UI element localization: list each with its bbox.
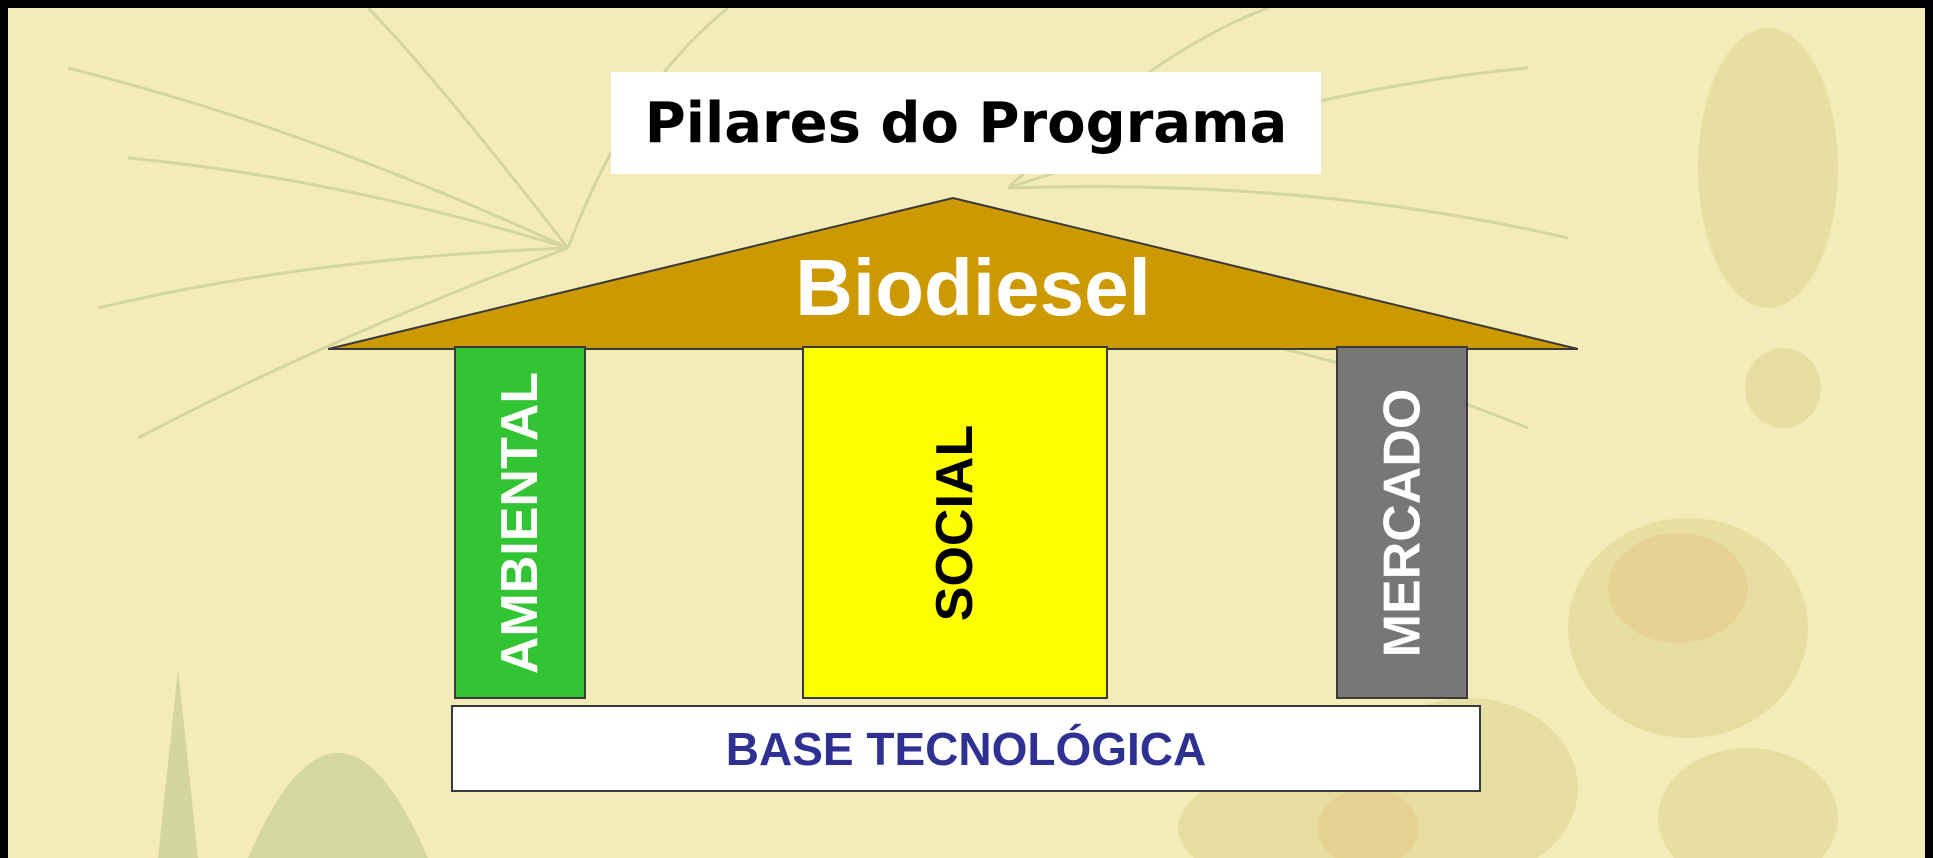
pillar-mercado-label: MERCADO	[1373, 388, 1432, 657]
pillar-social: SOCIAL	[802, 346, 1108, 699]
pillar-social-label: SOCIAL	[925, 424, 984, 621]
botanical-background-illustration	[67, 8, 1838, 858]
base-tecnologica: BASE TECNOLÓGICA	[451, 705, 1481, 792]
slide: Pilares do Programa Biodiesel AMBIENTAL …	[8, 8, 1925, 858]
slide-title: Pilares do Programa	[611, 72, 1321, 174]
roof-label: Biodiesel	[795, 243, 1151, 332]
pillar-ambiental: AMBIENTAL	[454, 346, 586, 699]
pillar-mercado: MERCADO	[1336, 346, 1468, 699]
pillar-ambiental-label: AMBIENTAL	[491, 371, 550, 674]
